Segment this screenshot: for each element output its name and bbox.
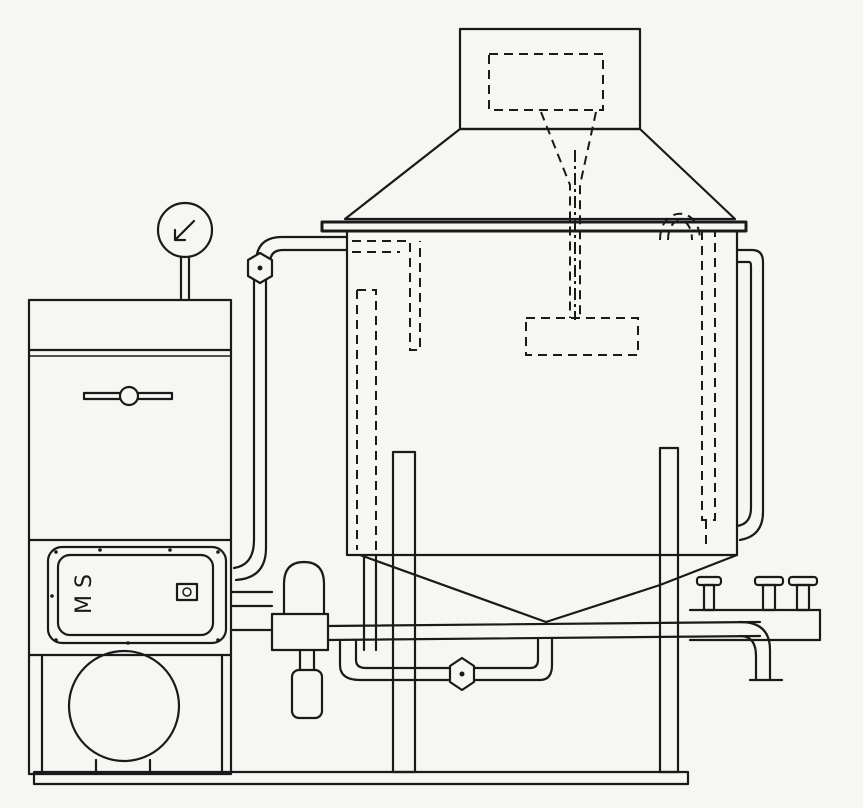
inner-elbow-dashed-inner (667, 219, 693, 241)
valve-3[interactable] (787, 575, 819, 612)
tank-wall (345, 229, 739, 557)
control-panel-inner (56, 553, 215, 637)
drawer-handle[interactable] (82, 385, 174, 407)
pump-motor (290, 668, 324, 720)
manifold-top (326, 620, 762, 628)
hood-inner-dashed-box (488, 53, 604, 111)
valve-handle-icon (753, 575, 785, 587)
inner-left-pipe-dashed (356, 289, 377, 550)
outlet-spout (738, 620, 784, 682)
manifold-bottom (326, 634, 762, 642)
boiler-drum (67, 649, 181, 763)
right-return-pipe-outer (735, 248, 765, 542)
feed-pipe-left-wall (232, 273, 256, 570)
panel-switch[interactable] (175, 582, 199, 602)
funnel-left-dashed (540, 111, 571, 318)
tank-hopper-bottom (358, 553, 662, 624)
exhaust-hood (343, 27, 737, 320)
right-return-pipe-inner (735, 260, 753, 528)
inner-right-pipe-dashed (701, 231, 716, 521)
funnel-right-dashed (579, 111, 597, 318)
hood-chimney-box (458, 27, 642, 131)
drain-loop-inner (354, 636, 540, 670)
pump-dome (282, 560, 326, 616)
gauge-needle (173, 219, 196, 242)
pressure-gauge (156, 201, 214, 302)
cabinet-outline (27, 298, 233, 776)
valve-2[interactable] (753, 575, 785, 612)
drawer-handle-knob (118, 385, 140, 407)
boiler-cabinet: M S (27, 298, 233, 776)
support-leg-left (391, 450, 417, 774)
pump-body (270, 612, 330, 652)
panel-label: M S (72, 574, 97, 614)
control-panel: M S (46, 545, 228, 645)
control-panel-frame (46, 545, 228, 645)
panel-switch-knob (182, 587, 192, 597)
drain-loop-outer (338, 636, 554, 682)
main-tank (345, 212, 739, 624)
valve-handle-icon (695, 575, 723, 587)
valve-stem (761, 583, 777, 612)
inner-diffuser-dashed (525, 317, 639, 356)
valve-handle-icon (787, 575, 819, 587)
bottom-piping (229, 560, 822, 720)
base-plate (32, 770, 690, 786)
inner-elbow-dashed (659, 212, 701, 241)
support-leg-right (658, 446, 680, 774)
tank-lid-rim (320, 220, 748, 233)
valve-1[interactable] (695, 575, 723, 612)
inner-inlet-pipe-dashed (352, 240, 421, 351)
valve-stem (795, 583, 811, 612)
valve-stem (702, 583, 716, 612)
hood-cone (343, 127, 737, 221)
tank-hopper-right (658, 553, 739, 587)
feed-pipe-right-wall (234, 273, 268, 582)
